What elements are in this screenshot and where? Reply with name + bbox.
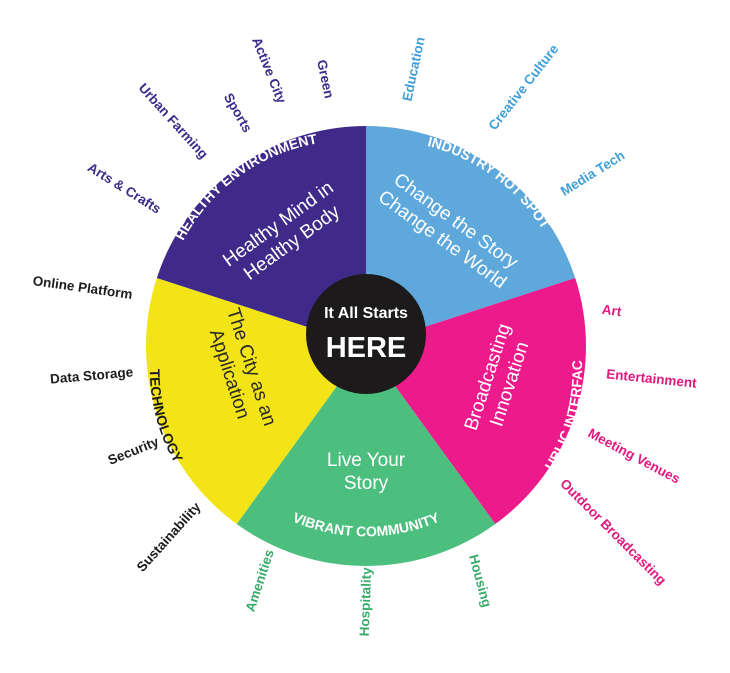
wedge-industry bbox=[366, 126, 576, 346]
outer-label-active-city: Active City bbox=[249, 35, 289, 106]
outer-label-education: Education bbox=[399, 36, 427, 103]
outer-label-urban-farming: Urban Farming bbox=[136, 80, 211, 161]
wedge-health bbox=[156, 126, 366, 346]
center-hub: It All Starts HERE bbox=[306, 274, 426, 394]
inner-text-community-line1: Live Your bbox=[327, 450, 406, 471]
outer-label-security: Security bbox=[106, 434, 161, 468]
center-title-line2: HERE bbox=[326, 332, 407, 364]
outer-label-creative-culture: Creative Culture bbox=[485, 41, 561, 133]
outer-label-entertainment: Entertainment bbox=[606, 366, 698, 390]
outer-label-green: Green bbox=[314, 58, 337, 99]
outer-label-data-storage: Data Storage bbox=[49, 364, 134, 386]
outer-label-sustainability: Sustainability bbox=[134, 499, 204, 575]
outer-label-arts-and-crafts: Arts & Crafts bbox=[85, 160, 164, 217]
outer-label-outdoor-broadcasting: Outdoor Broadcasting bbox=[557, 476, 669, 588]
outer-label-hospitality: Hospitality bbox=[357, 567, 374, 637]
wedge-community-fill bbox=[236, 346, 496, 567]
wedge-industry-fill bbox=[366, 126, 576, 346]
outer-label-art: Art bbox=[601, 302, 623, 320]
wedge-health-fill bbox=[156, 126, 366, 346]
outer-label-amenities: Amenities bbox=[243, 548, 277, 614]
inner-text-community: Live Your Story bbox=[327, 450, 406, 494]
wedge-community bbox=[236, 346, 496, 567]
center-circle bbox=[306, 274, 426, 394]
inner-text-community-line2: Story bbox=[344, 473, 389, 494]
outer-label-online-platform: Online Platform bbox=[32, 273, 134, 302]
center-title-line1: It All Starts bbox=[324, 305, 408, 322]
outer-label-housing: Housing bbox=[466, 553, 494, 609]
outer-label-media-tech: Media Tech bbox=[558, 148, 627, 199]
outer-label-sports: Sports bbox=[221, 90, 255, 135]
outer-label-meeting-venues: Meeting Venues bbox=[586, 425, 683, 486]
